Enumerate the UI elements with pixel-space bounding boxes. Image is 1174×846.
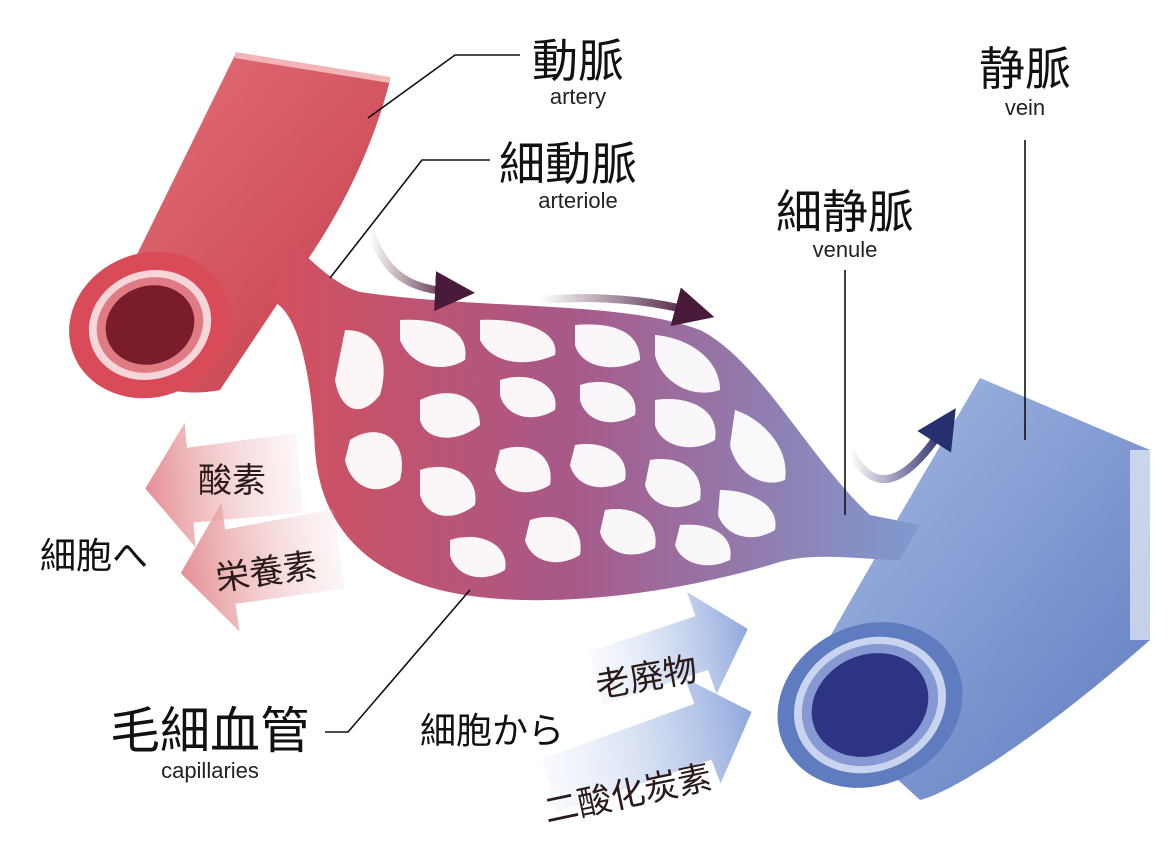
artery-jp: 動脈 xyxy=(532,34,624,88)
from-cells-arrow-co2 xyxy=(541,678,752,813)
venule-en: venule xyxy=(813,237,878,262)
artery-leader xyxy=(367,54,520,119)
capillaries-leader xyxy=(325,589,471,733)
capillaries-jp: 毛細血管 xyxy=(110,702,310,760)
vein-jp: 静脈 xyxy=(979,42,1071,96)
label-vein: 静脈 vein xyxy=(979,42,1071,120)
leader-lines xyxy=(325,54,1026,733)
artery-vessel xyxy=(69,52,391,399)
capillaries-en: capillaries xyxy=(161,758,259,783)
arteriole-en: arteriole xyxy=(538,188,617,213)
to-cells-heading: 細胞へ xyxy=(40,536,148,577)
label-arteriole: 細動脈 arteriole xyxy=(499,137,637,213)
from-cells-arrows xyxy=(541,592,752,813)
flow-arrow-2 xyxy=(539,287,715,327)
label-capillaries: 毛細血管 capillaries xyxy=(110,702,310,783)
to-cells-arrow-oxygen xyxy=(145,422,304,548)
to-cells-arrow-nutrients xyxy=(180,502,345,632)
to-cells-arrows xyxy=(145,422,345,632)
vein-vessel xyxy=(777,378,1170,800)
artery-en: artery xyxy=(550,84,606,109)
from-cells-arrow-waste xyxy=(589,592,748,706)
flow-arrow-1 xyxy=(366,228,475,312)
arteriole-leader xyxy=(329,159,490,279)
from-cells-heading: 細胞から xyxy=(420,711,564,752)
label-venule: 細静脈 venule xyxy=(776,185,914,262)
capillary-bed xyxy=(270,240,920,601)
venule-jp: 細静脈 xyxy=(776,185,914,239)
vein-en: vein xyxy=(1005,95,1045,120)
blood-flow-arrows xyxy=(366,228,956,484)
label-artery: 動脈 artery xyxy=(532,34,624,109)
flow-arrow-3 xyxy=(846,408,956,484)
to-cells-item-oxygen: 酸素 xyxy=(198,461,266,501)
arteriole-jp: 細動脈 xyxy=(499,137,637,191)
